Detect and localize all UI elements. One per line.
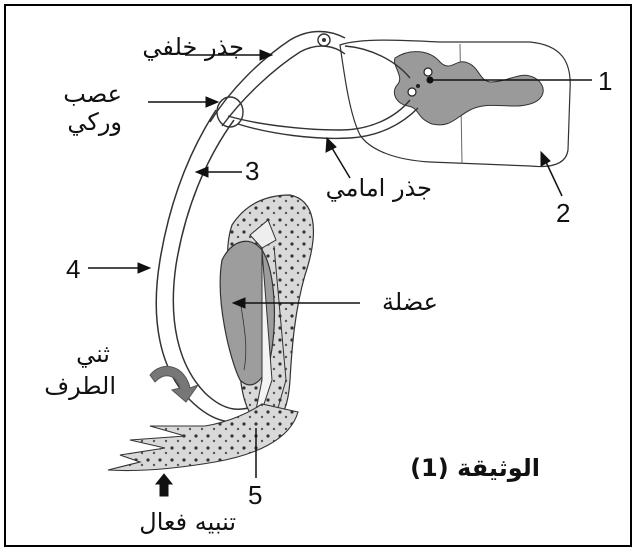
limb-flexion-label-2: الطرف: [44, 372, 116, 400]
number-2: 2: [556, 198, 570, 228]
flexion-arrow-icon: [150, 366, 198, 402]
nerve-junction: [217, 97, 243, 127]
sciatic-nerve-label-1: عصب: [63, 80, 122, 108]
number-3: 3: [245, 156, 259, 186]
dorsal-root-label: جذر خلفي: [142, 33, 244, 61]
sciatic-nerve-label-2: وركي: [67, 108, 122, 136]
spinal-cord: [340, 40, 570, 166]
foot: [108, 404, 298, 471]
number-4: 4: [66, 254, 80, 284]
number-5: 5: [248, 480, 262, 510]
stimulus-label: تنبيه فعال: [139, 508, 236, 536]
leg: [220, 195, 313, 425]
limb-flexion-label-1: ثني: [76, 340, 110, 368]
figure-title: الوثيقة (1): [410, 454, 540, 482]
ventral-root-label: جذر امامي: [326, 174, 432, 202]
number-1: 1: [598, 66, 612, 96]
muscle-label: عضلة: [382, 288, 438, 316]
